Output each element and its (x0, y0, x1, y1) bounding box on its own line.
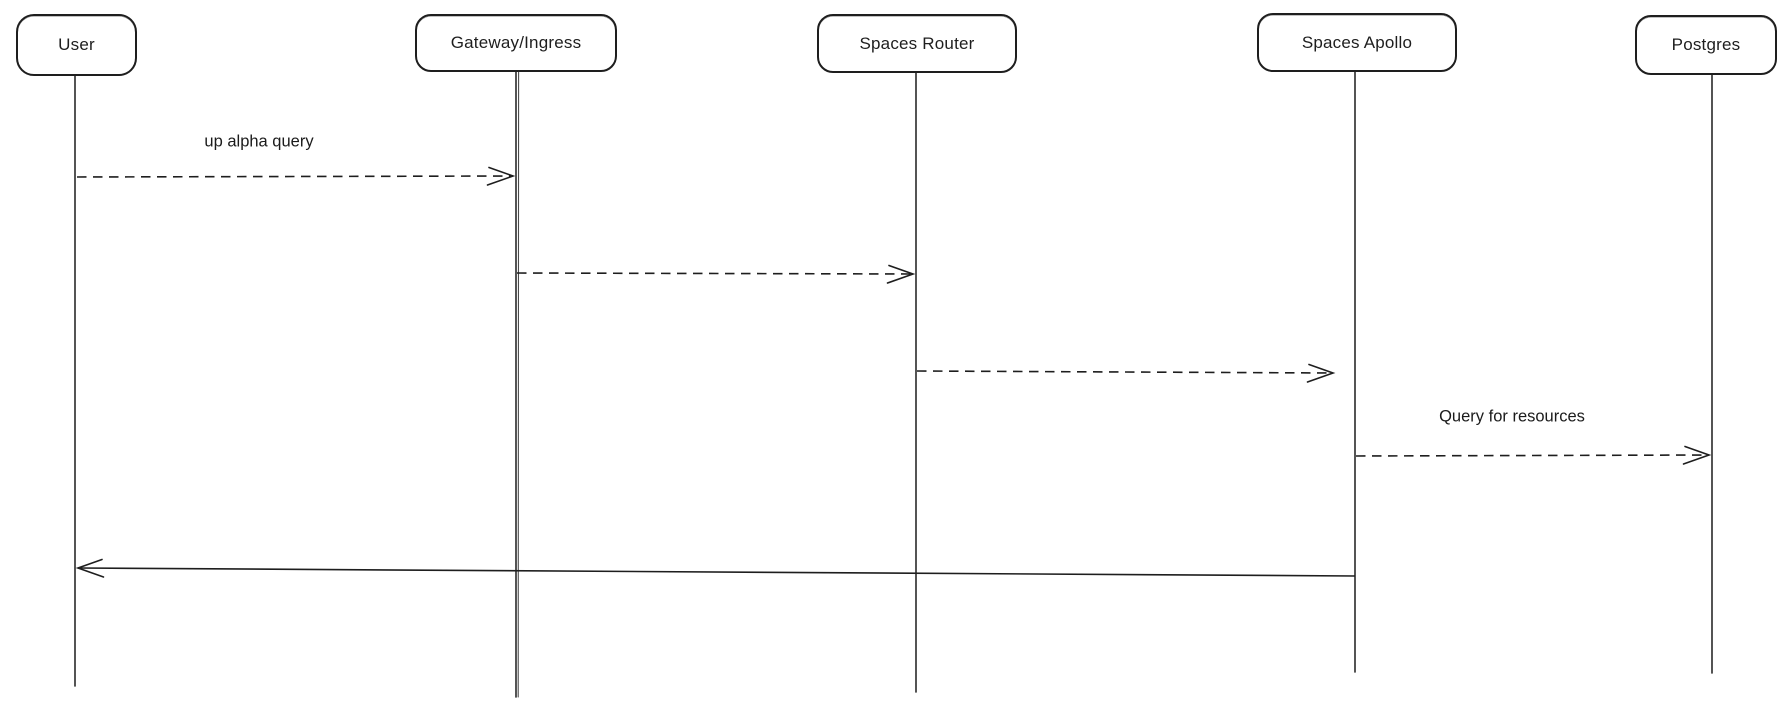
message-line (516, 272, 914, 275)
message-arrow-spaces-apollo-to-user (75, 558, 1356, 578)
actor-label-user: User (58, 35, 95, 54)
message-label-query-for-resources: Query for resources (1439, 407, 1585, 426)
message-arrow-gateway-ingress-to-spaces-router (516, 264, 916, 284)
actor-box-user: User (16, 14, 137, 76)
message-line (76, 175, 514, 178)
actor-box-spaces-router: Spaces Router (817, 14, 1017, 73)
arrow-head-icon (886, 264, 916, 284)
arrow-head-icon (1682, 445, 1712, 465)
message-line (77, 567, 1356, 577)
actor-box-spaces-apollo: Spaces Apollo (1257, 13, 1457, 72)
actor-label-postgres: Postgres (1671, 35, 1741, 54)
message-line (916, 370, 1334, 374)
message-line (1355, 454, 1710, 457)
message-arrow-user-to-gateway-ingress (76, 166, 516, 186)
arrow-head-icon (1306, 363, 1336, 383)
arrow-head-icon (486, 166, 516, 186)
actor-box-postgres: Postgres (1635, 15, 1777, 75)
actor-label-gateway-ingress: Gateway/Ingress (450, 33, 582, 52)
actor-box-gateway-ingress: Gateway/Ingress (415, 14, 617, 72)
actor-label-spaces-apollo: Spaces Apollo (1301, 32, 1413, 52)
message-arrow-spaces-apollo-to-postgres (1355, 445, 1712, 465)
arrow-head-icon (75, 558, 105, 578)
message-label-up-alpha-query: up alpha query (204, 132, 314, 151)
message-arrow-spaces-router-to-spaces-apollo (916, 363, 1336, 383)
actor-label-spaces-router: Spaces Router (859, 33, 975, 53)
